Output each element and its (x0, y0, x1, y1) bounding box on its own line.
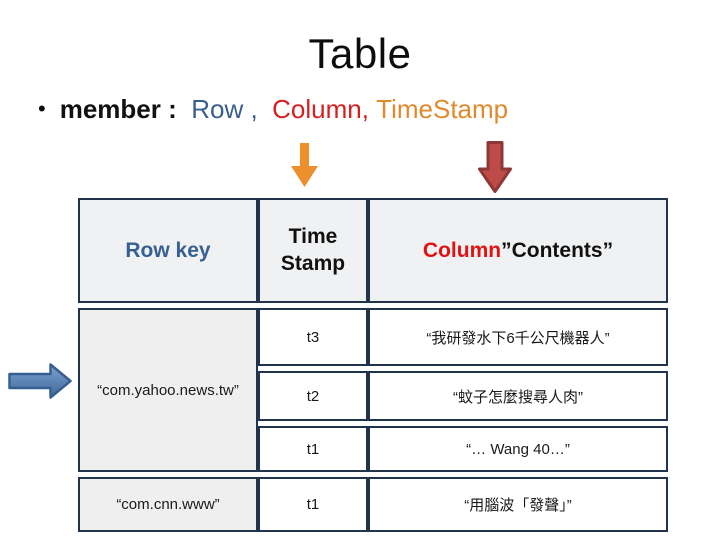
time-stamp-t1-yahoo-label: t1 (306, 440, 320, 458)
time-stamp-cell-t1-cnn: t1 (258, 477, 368, 532)
blue-right-arrow-icon (8, 363, 72, 399)
contents-cell-4: “用腦波「發聲」” (368, 477, 668, 532)
header-column-label: Column”Contents” (422, 238, 614, 262)
header-time-stamp-label: Time Stamp (280, 225, 346, 275)
bullet-timestamp-label: TimeStamp (376, 94, 509, 124)
contents-4-label: “用腦波「發聲」” (464, 497, 572, 514)
row-key-cell-yahoo: “com.yahoo.news.tw” (78, 308, 258, 472)
red-down-arrow-icon (478, 141, 512, 193)
bullet-row-label: Row , (191, 94, 273, 124)
time-stamp-cell-t2: t2 (258, 371, 368, 421)
contents-1-label: “我研發水下6千公尺機器人” (426, 329, 610, 347)
header-cell-time-stamp: Time Stamp (258, 198, 368, 303)
row-key-cnn-label: “com.cnn.www” (116, 496, 220, 513)
bullet-column-label: Column, (272, 94, 377, 124)
time-stamp-cell-t3: t3 (258, 308, 368, 366)
header-cell-column-contents: Column”Contents” (368, 198, 668, 303)
bullet-icon: • (38, 96, 46, 121)
time-stamp-t2-label: t2 (306, 387, 320, 405)
slide-title: Table (308, 30, 412, 77)
row-key-cell-cnn: “com.cnn.www” (78, 477, 258, 532)
contents-2-label: “蚊子怎麼搜尋人肉” (453, 388, 583, 406)
contents-3-label: “… Wang 40…” (466, 440, 570, 458)
orange-down-arrow-icon (291, 143, 318, 187)
bullet-member-label: member : (59, 94, 192, 124)
row-key-yahoo-label: “com.yahoo.news.tw” (97, 381, 239, 399)
time-stamp-t3-label: t3 (306, 328, 320, 346)
bullet-line: • member : Row , Column, TimeStamp (38, 94, 508, 125)
data-table: Row key Time Stamp Column”Contents” “com… (78, 198, 668, 532)
time-stamp-cell-t1-yahoo: t1 (258, 426, 368, 472)
contents-cell-3: “… Wang 40…” (368, 426, 668, 472)
contents-cell-1: “我研發水下6千公尺機器人” (368, 308, 668, 366)
time-stamp-t1-cnn-label: t1 (306, 496, 320, 513)
header-cell-row-key: Row key (78, 198, 258, 303)
header-row-key-label: Row key (125, 238, 211, 262)
contents-cell-2: “蚊子怎麼搜尋人肉” (368, 371, 668, 421)
